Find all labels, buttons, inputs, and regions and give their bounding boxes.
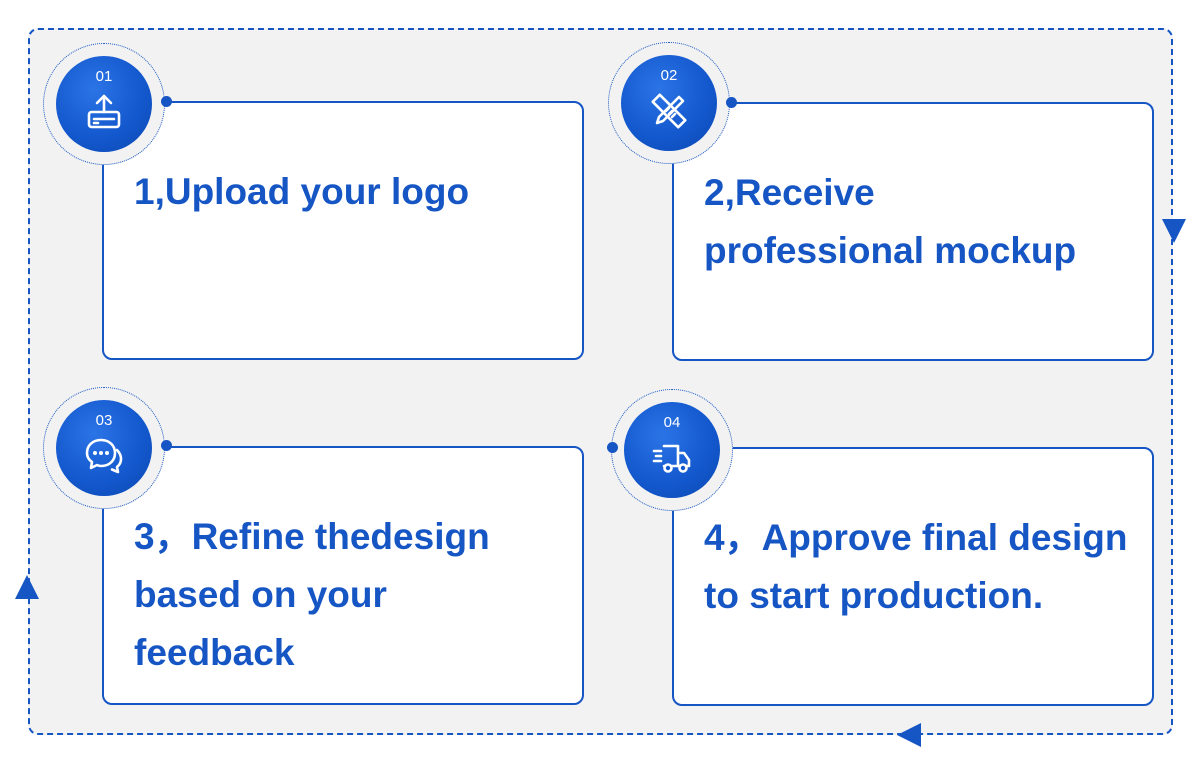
step-number: 03: [95, 412, 113, 429]
step-number: 04: [663, 414, 681, 431]
step-card-2: 2,Receive professional mockup: [672, 102, 1154, 361]
connector-dot: [726, 97, 737, 108]
arrow-down-icon: [1162, 219, 1186, 243]
step-number: 01: [95, 68, 113, 85]
step-badge: 01: [56, 56, 152, 152]
step-badge: 04: [624, 402, 720, 498]
design-tools-icon: [651, 93, 687, 129]
step-card-3: 3，Refine thedesign based on your feedbac…: [102, 446, 584, 705]
arrow-left-icon: [897, 723, 921, 747]
step-badge: 03: [56, 400, 152, 496]
connector-dot: [161, 440, 172, 451]
step-text: 3，Refine thedesign based on your feedbac…: [134, 516, 490, 673]
step-card-4: 4，Approve final design to start producti…: [672, 447, 1154, 706]
step-text: 2,Receive professional mockup: [704, 172, 1077, 271]
step-text: 1,Upload your logo: [134, 171, 470, 212]
arrow-up-icon: [15, 575, 39, 599]
step-badge: 02: [621, 55, 717, 151]
connector-dot: [607, 442, 618, 453]
step-number: 02: [660, 67, 678, 84]
chat-bubbles-icon: [85, 438, 123, 474]
delivery-truck-icon: [652, 444, 691, 473]
step-text: 4，Approve final design to start producti…: [704, 517, 1128, 616]
upload-icon: [87, 94, 121, 129]
connector-dot: [161, 96, 172, 107]
step-card-1: 1,Upload your logo: [102, 101, 584, 360]
